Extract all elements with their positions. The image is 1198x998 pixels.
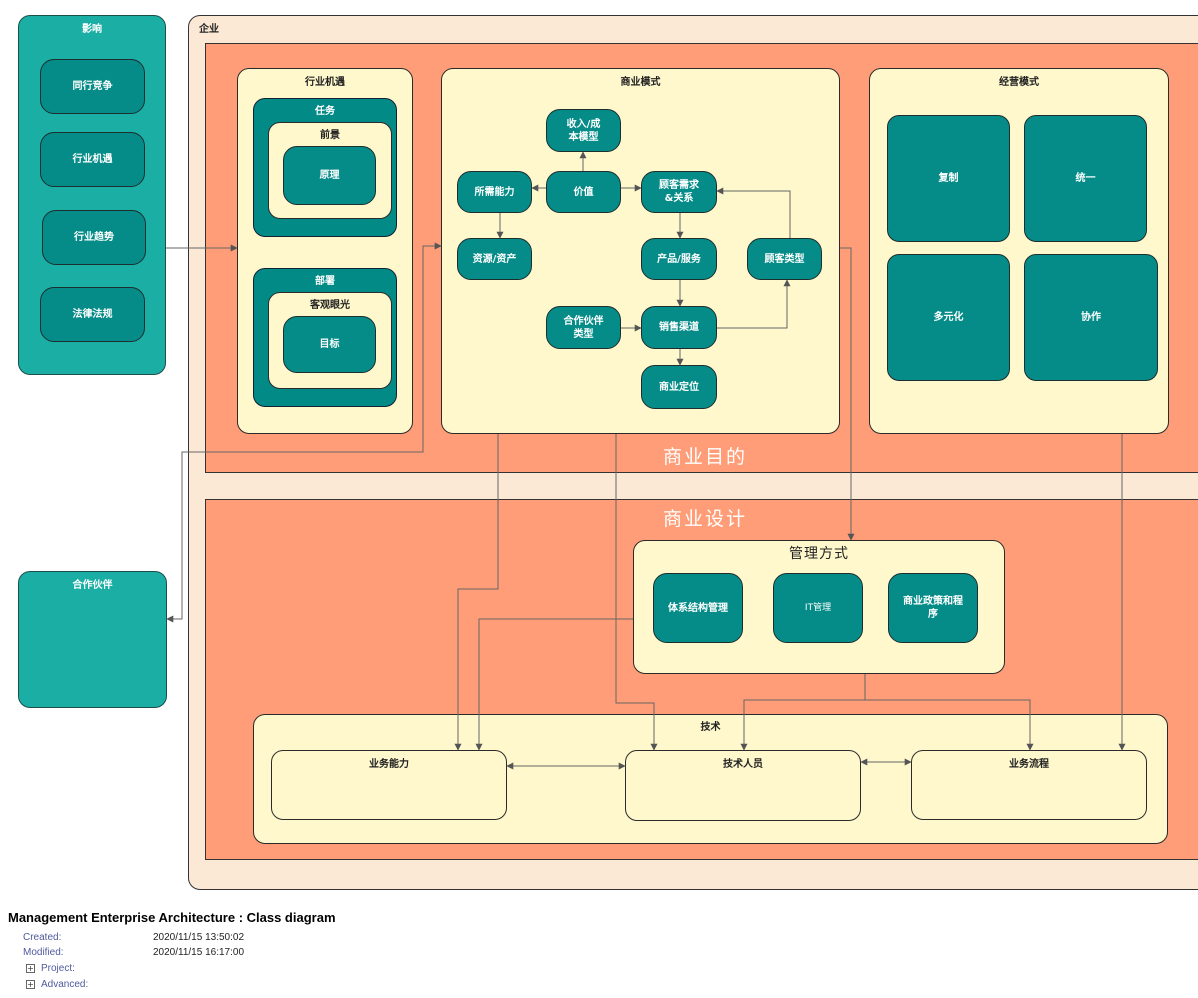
business-capability-title: 业务能力 (369, 759, 409, 770)
industry-opportunity-title: 行业机遇 (305, 77, 345, 88)
replication-label: 复制 (938, 173, 959, 184)
positioning-node[interactable]: 商业定位 (641, 365, 717, 409)
created-value: 2020/11/15 13:50:02 (153, 932, 245, 943)
coordination-label: 协作 (1081, 312, 1101, 323)
product-service-label: 产品/服务 (657, 253, 701, 265)
unification-label: 统一 (1075, 173, 1096, 184)
replication-node[interactable]: 复制 (887, 115, 1010, 242)
customer-needs-label: 顾客需求&关系 (659, 180, 699, 204)
operating-model-title: 经营模式 (999, 77, 1039, 88)
partner-group[interactable]: 合作伙伴 (18, 571, 167, 708)
enterprise-title: 企业 (199, 24, 219, 35)
revenue-cost-label: 收入/成本模型 (566, 118, 601, 143)
principle-node[interactable]: 原理 (283, 146, 376, 205)
partner-type-label: 合作伙伴类型 (563, 315, 604, 340)
modified-value: 2020/11/15 16:17:00 (153, 947, 245, 958)
sales-channel-node[interactable]: 销售渠道 (641, 306, 717, 349)
project-label[interactable]: Project: (41, 963, 75, 974)
value-node[interactable]: 价值 (546, 171, 621, 213)
policy-procedure-node[interactable]: 商业政策和程序 (888, 573, 978, 643)
business-capability-box[interactable]: 业务能力 (271, 750, 507, 820)
influence-item-law[interactable]: 法律法规 (40, 287, 145, 342)
deployment-title: 部署 (315, 276, 335, 287)
partner-title: 合作伙伴 (72, 580, 113, 591)
diagram-title: Management Enterprise Architecture : Cla… (8, 910, 336, 925)
goal-label: 目标 (319, 339, 340, 350)
vision-title: 前景 (320, 130, 340, 141)
goal-node[interactable]: 目标 (283, 316, 376, 373)
it-management-node[interactable]: IT管理 (773, 573, 863, 643)
influence-item-label: 同行竞争 (72, 81, 113, 92)
revenue-cost-node[interactable]: 收入/成本模型 (546, 109, 621, 152)
policy-procedure-label: 商业政策和程序 (903, 596, 963, 620)
advanced-expand-icon[interactable]: + (26, 980, 35, 989)
influence-item-label: 法律法规 (72, 309, 113, 320)
sales-channel-label: 销售渠道 (659, 322, 699, 333)
architecture-management-node[interactable]: 体系结构管理 (653, 573, 743, 643)
influence-item-label: 行业趋势 (74, 232, 114, 243)
product-service-node[interactable]: 产品/服务 (641, 238, 717, 280)
unification-node[interactable]: 统一 (1024, 115, 1147, 242)
influence-item-trend[interactable]: 行业趋势 (42, 210, 146, 265)
capability-node[interactable]: 所需能力 (457, 171, 532, 213)
business-model-title: 商业模式 (620, 77, 661, 88)
technical-staff-box[interactable]: 技术人员 (625, 750, 861, 821)
architecture-management-label: 体系结构管理 (668, 602, 728, 614)
resources-label: 资源/资产 (472, 253, 517, 265)
business-process-box[interactable]: 业务流程 (911, 750, 1147, 820)
influence-item-competition[interactable]: 同行竞争 (40, 59, 145, 114)
diversification-label: 多元化 (933, 312, 964, 323)
business-process-title: 业务流程 (1009, 759, 1049, 770)
partner-type-node[interactable]: 合作伙伴类型 (546, 306, 621, 349)
customer-type-label: 顾客类型 (764, 253, 805, 265)
customer-type-node[interactable]: 顾客类型 (747, 238, 822, 280)
influence-item-opportunity[interactable]: 行业机遇 (40, 132, 145, 187)
customer-needs-node[interactable]: 顾客需求&关系 (641, 171, 717, 213)
influence-item-label: 行业机遇 (72, 154, 113, 165)
technical-staff-title: 技术人员 (723, 759, 763, 770)
created-label: Created: (23, 932, 62, 943)
diversification-node[interactable]: 多元化 (887, 254, 1010, 381)
outlook-title: 客观眼光 (310, 300, 350, 311)
modified-label: Modified: (23, 947, 64, 958)
it-management-label: IT管理 (804, 602, 832, 613)
value-label: 价值 (573, 186, 594, 198)
capability-label: 所需能力 (474, 186, 515, 198)
coordination-node[interactable]: 协作 (1024, 254, 1158, 381)
management-title: 管理方式 (789, 546, 849, 562)
mission-title: 任务 (315, 106, 335, 117)
resources-node[interactable]: 资源/资产 (457, 238, 532, 280)
business-design-label: 商业设计 (662, 508, 747, 530)
project-expand-icon[interactable]: + (26, 964, 35, 973)
advanced-label[interactable]: Advanced: (41, 979, 89, 990)
connector-business-model-partner (166, 452, 183, 623)
technology-title: 技术 (700, 722, 721, 733)
principle-label: 原理 (319, 170, 340, 181)
positioning-label: 商业定位 (659, 381, 699, 393)
business-purpose-label: 商业目的 (662, 446, 747, 468)
influence-title: 影响 (82, 24, 102, 35)
